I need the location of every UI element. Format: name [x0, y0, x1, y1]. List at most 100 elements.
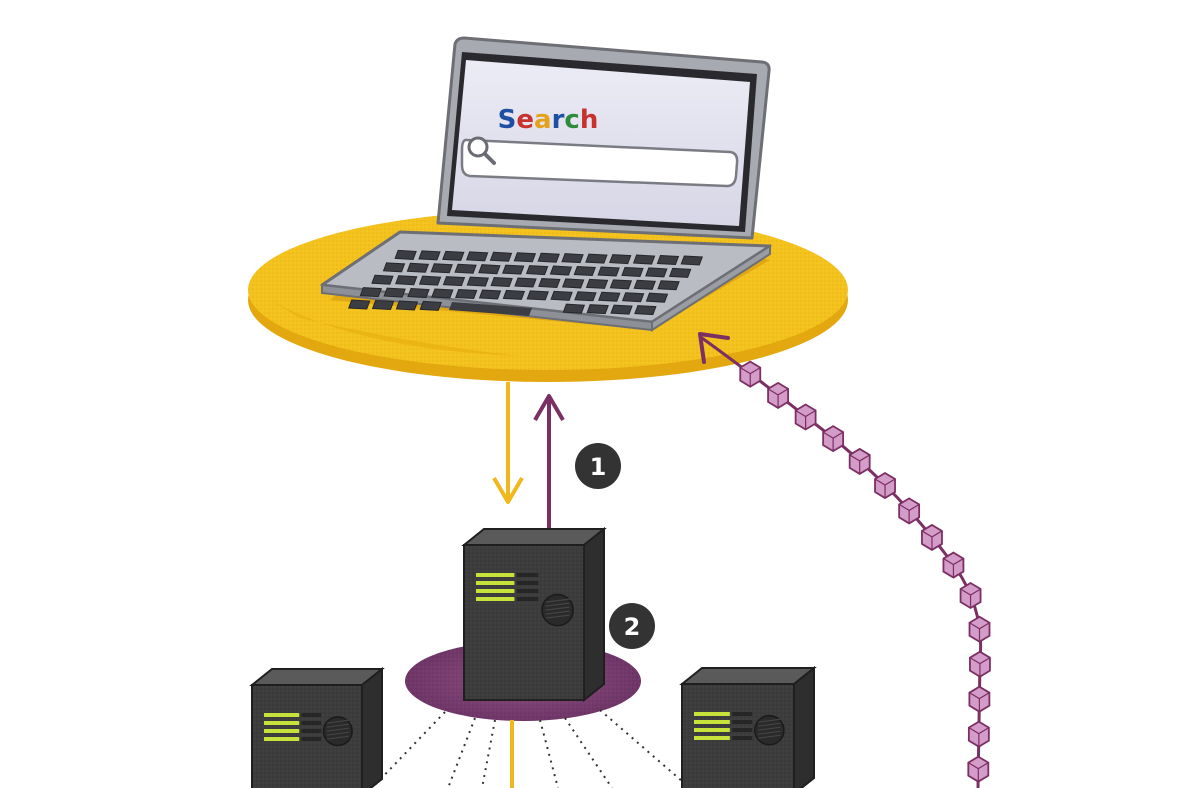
keyboard-key — [456, 289, 477, 298]
step-number: 2 — [624, 613, 641, 641]
central-server — [464, 529, 604, 700]
keyboard-key — [551, 291, 572, 300]
keyboard-key — [455, 264, 476, 273]
keyboard-key — [349, 300, 370, 309]
chain-block — [796, 404, 816, 429]
keyboard-key — [432, 289, 453, 298]
keyboard-key — [563, 304, 584, 313]
keyboard-key — [646, 293, 667, 302]
keyboard-key — [407, 263, 428, 272]
keyboard-key — [480, 290, 501, 299]
keyboard-key — [395, 250, 416, 259]
step-number: 1 — [590, 453, 607, 481]
keyboard-key — [491, 278, 512, 287]
keyboard-key — [373, 300, 394, 309]
search-letter: S — [498, 105, 517, 135]
server-led — [264, 713, 299, 717]
keyboard-key — [623, 293, 644, 302]
keyboard-key — [587, 279, 608, 288]
server-led — [264, 737, 299, 741]
server-led — [476, 597, 514, 601]
laptop: Search — [322, 38, 770, 330]
step-badge-2: 2 — [609, 603, 655, 649]
keyboard-key — [431, 264, 452, 273]
keyboard-key — [503, 290, 524, 299]
chain-block — [768, 383, 788, 408]
response-arrow — [535, 396, 563, 530]
keyboard-key — [657, 256, 678, 265]
chain-block — [970, 652, 990, 677]
keyboard-key — [538, 253, 559, 262]
keyboard-key — [515, 278, 536, 287]
search-letter: r — [552, 105, 565, 135]
keyboard-key — [539, 278, 560, 287]
keyboard-key — [527, 291, 548, 300]
keyboard-key — [396, 276, 417, 285]
right-server — [682, 668, 814, 788]
keyboard-key — [550, 266, 571, 275]
keyboard-key — [360, 288, 381, 297]
keyboard-key — [443, 277, 464, 286]
chain-block — [823, 426, 843, 451]
keyboard-key — [443, 251, 464, 260]
step-badge-1: 1 — [575, 443, 621, 489]
keyboard-key — [634, 255, 655, 264]
keyboard-key — [681, 256, 702, 265]
server-led — [264, 729, 299, 733]
keyboard-key — [622, 267, 643, 276]
chain-block — [970, 617, 990, 642]
keyboard-key — [658, 281, 679, 290]
chain-block — [899, 498, 919, 523]
keyboard-key — [372, 275, 393, 284]
left-server — [252, 669, 382, 788]
keyboard-key — [575, 292, 596, 301]
keyboard-key — [563, 279, 584, 288]
keyboard-key — [635, 306, 656, 315]
search-letter: h — [580, 105, 599, 135]
chain-block — [875, 473, 895, 498]
keyboard-key — [574, 267, 595, 276]
chain-block — [922, 525, 942, 550]
keyboard-key — [610, 255, 631, 264]
keyboard-key — [562, 254, 583, 263]
keyboard-key — [503, 265, 524, 274]
keyboard-key — [527, 266, 548, 275]
keyboard-key — [611, 305, 632, 314]
chain-block — [943, 553, 963, 578]
search-letter: e — [516, 105, 534, 135]
keyboard-key — [587, 305, 608, 314]
keyboard-key — [670, 268, 691, 277]
keyboard-key — [598, 267, 619, 276]
server-led — [694, 728, 730, 732]
chain-block — [969, 687, 989, 712]
search-letter: c — [564, 105, 579, 135]
server-led — [476, 581, 514, 585]
keyboard-key — [610, 280, 631, 289]
keyboard-key — [514, 253, 535, 262]
keyboard-key — [586, 254, 607, 263]
request-arrow — [494, 382, 522, 502]
server-led — [476, 573, 514, 577]
keyboard-key — [420, 276, 441, 285]
keyboard-key — [408, 289, 429, 298]
keyboard-key — [384, 288, 405, 297]
search-letter: a — [534, 105, 552, 135]
keyboard-key — [419, 251, 440, 260]
keyboard-key — [420, 301, 441, 310]
server-led — [694, 736, 730, 740]
server-led — [694, 712, 730, 716]
chain-block — [850, 449, 870, 474]
keyboard-key — [491, 252, 512, 261]
keyboard-key — [384, 263, 405, 272]
chain-block — [969, 722, 989, 747]
keyboard-key — [599, 292, 620, 301]
server-led — [694, 720, 730, 724]
server-connections — [372, 710, 690, 788]
keyboard-key — [634, 280, 655, 289]
keyboard-key — [467, 277, 488, 286]
chain-block — [740, 362, 760, 387]
keyboard-key — [396, 301, 417, 310]
server-led — [264, 721, 299, 725]
keyboard-key — [479, 265, 500, 274]
